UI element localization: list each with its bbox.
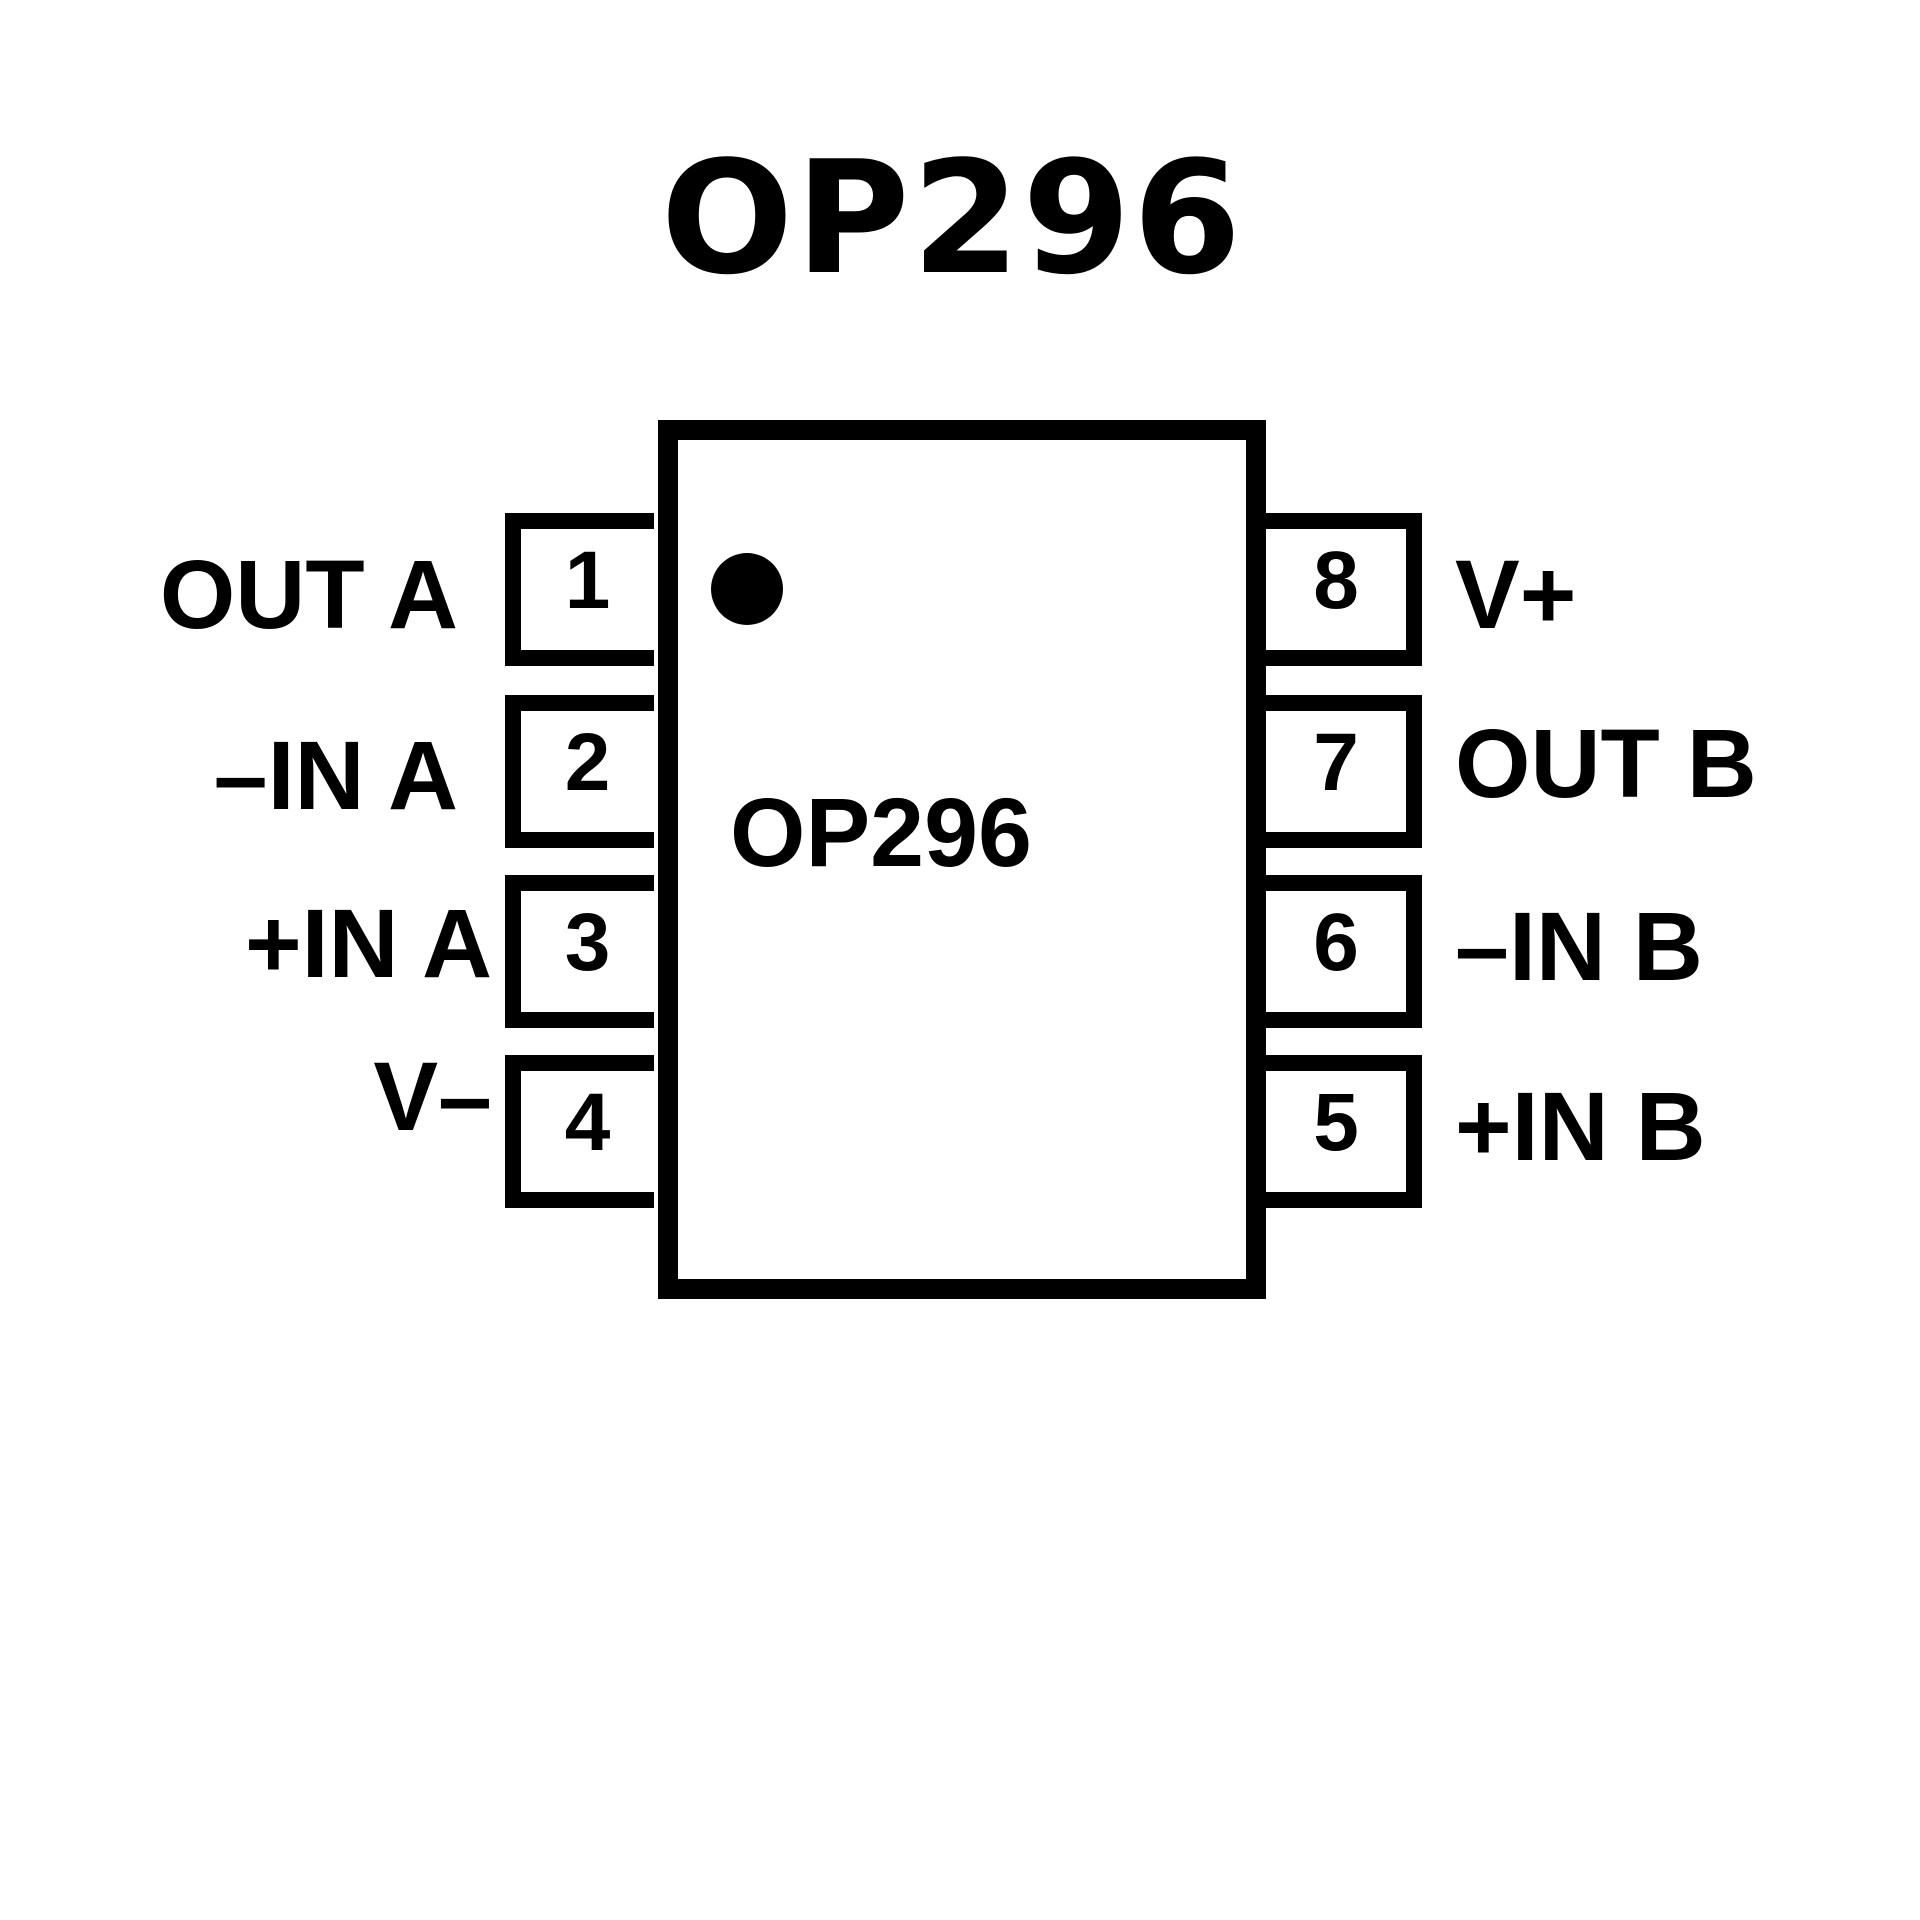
pin-number: 4 bbox=[564, 1077, 611, 1168]
pin-6: 6 bbox=[1266, 875, 1422, 1028]
pin-2: 2 bbox=[505, 695, 654, 848]
pin-3: 3 bbox=[505, 875, 654, 1028]
pin-number: 7 bbox=[1313, 717, 1359, 808]
pin-label-in-plus-b: +IN B bbox=[1455, 1072, 1706, 1181]
pin-label-v-minus: V– bbox=[373, 1042, 492, 1151]
pin-7: 7 bbox=[1266, 695, 1422, 848]
diagram-title: OP296 bbox=[660, 127, 1244, 309]
pin-label-in-minus-a: –IN A bbox=[213, 721, 458, 830]
chip-part-label: OP296 bbox=[730, 778, 1032, 887]
pin-number: 3 bbox=[564, 897, 611, 988]
pin-label-out-b: OUT B bbox=[1455, 709, 1757, 818]
pin-label-out-a: OUT A bbox=[159, 540, 458, 649]
pin-number: 5 bbox=[1313, 1077, 1359, 1168]
pin-label-v-plus: V+ bbox=[1455, 540, 1577, 649]
pin-number: 8 bbox=[1313, 535, 1359, 626]
pin-number: 2 bbox=[564, 717, 611, 808]
pin-5: 5 bbox=[1266, 1055, 1422, 1208]
pin-number: 6 bbox=[1313, 897, 1359, 988]
pin1-marker-dot bbox=[711, 553, 783, 625]
pin-1: 1 bbox=[505, 513, 654, 666]
pin-number: 1 bbox=[564, 535, 611, 626]
pin-label-in-plus-a: +IN A bbox=[244, 889, 492, 998]
pin-label-in-minus-b: –IN B bbox=[1455, 892, 1703, 1001]
pin-8: 8 bbox=[1266, 513, 1422, 666]
pin-4: 4 bbox=[505, 1055, 654, 1208]
